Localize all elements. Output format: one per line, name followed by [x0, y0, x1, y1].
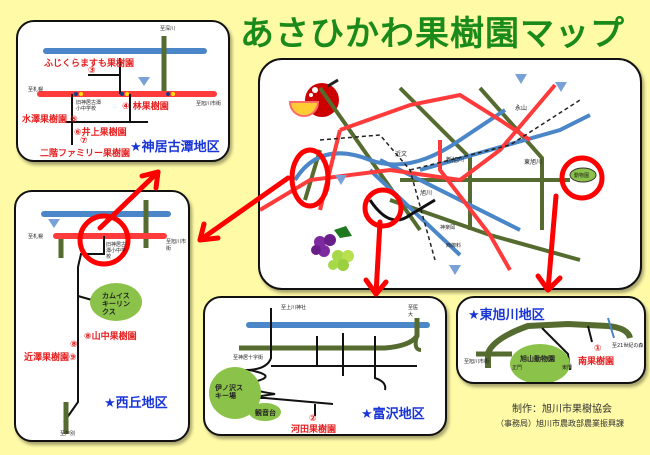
orchard-number: ①	[594, 344, 602, 354]
river	[419, 113, 591, 172]
orchard-number: ③	[88, 66, 96, 76]
arrow-head	[197, 221, 221, 243]
higashi-asahikawa-area-panel[interactable]: ★東旭川地区 至21世紀の森 至旭川市街 旭山動物園 正門 東門 ① 南果樹園	[456, 296, 646, 384]
orchard-hayashi[interactable]: ④ 林果樹園	[122, 102, 169, 112]
higashi-map-graphic	[476, 317, 633, 382]
to-asahikawa-label: 至旭川市街	[464, 359, 490, 365]
school-label: 旧神居古潭小中学校	[76, 100, 102, 112]
station-icons	[74, 92, 175, 96]
tomizawa-area-panel[interactable]: 至上川神社 至医大 至神居十字街 伊ノ沢スキー場 観音台 ② 河田果樹園 ★富沢…	[203, 296, 447, 436]
arrow-to-kamui	[97, 169, 161, 231]
orchard-number: ⑦	[80, 136, 88, 146]
producer-credit: 制作：旭川市果樹協会	[512, 404, 612, 415]
to-ashibetsu-label: 至芦別	[60, 431, 76, 437]
orchard-nikai-family[interactable]: 二階ファミリー果樹園	[40, 149, 131, 159]
railway	[339, 92, 532, 142]
viewpoint-marker	[249, 403, 281, 421]
railway	[438, 140, 512, 271]
to-sapporo-label: 至札幌	[28, 234, 44, 240]
orchard-minami[interactable]: 南果樹園	[578, 357, 615, 367]
zoo-marker	[569, 167, 597, 183]
orchard-inoue[interactable]: ⑥井上果樹園	[74, 128, 127, 138]
station-shin-asahikawa: 新旭川	[446, 157, 465, 164]
orchard-yamanaka[interactable]: ⑧山中果樹園	[84, 332, 137, 342]
station-higashi-asahikawa: 東旭川	[524, 159, 543, 166]
nishioka-map-graphic	[41, 200, 171, 434]
office-credit: （事務局）旭川市農政部農業振興課	[496, 419, 624, 428]
bypass-road	[368, 198, 436, 222]
to-21st-century-forest-label: 至21世紀の森	[612, 343, 644, 349]
zoo-label[interactable]: 旭山動物園	[520, 355, 555, 363]
road	[63, 236, 105, 423]
route-sign-icons	[335, 74, 567, 275]
station-kaguraoka: 神楽岡	[440, 225, 456, 231]
road	[413, 335, 422, 352]
arrow-to-tomizawa-head	[363, 277, 389, 297]
to-fukagawa-label: 至深川	[160, 26, 176, 32]
page-title: あさひかわ果樹園マップ	[240, 14, 625, 54]
station-nishigoryo: 西御料	[446, 243, 462, 249]
road	[485, 320, 633, 368]
to-kamui-crossroads-label: 至神居十字街	[233, 355, 264, 361]
overview-map-graphic	[260, 74, 605, 275]
to-medical-univ-label: 至医大	[408, 305, 419, 318]
route-sign-icon	[138, 77, 150, 86]
area-label-nishioka: ★西丘地区	[104, 396, 168, 411]
road	[374, 336, 387, 391]
station-nagayama: 永山	[515, 105, 528, 112]
main-gate-label: 正門	[512, 365, 523, 371]
callout-circle	[77, 213, 131, 267]
arrow-to-higashi	[545, 193, 559, 293]
to-kamikawa-shrine-label: 至上川神社	[281, 305, 307, 311]
asahikawa-overview-map[interactable]: 近文 新旭川 永山 東旭川 旭川 神楽岡 西御料 動物園	[258, 58, 642, 290]
orchard-number: ⑧	[70, 340, 78, 350]
arrow-to-nishioka	[197, 175, 291, 243]
to-asahikawa-label: 至旭川市街	[196, 101, 222, 107]
river	[607, 317, 615, 339]
road	[587, 325, 593, 343]
orchard-mizusawa[interactable]: 水澤果樹園 ⑤	[22, 115, 78, 125]
east-gate-label: 東門	[562, 365, 573, 371]
ski-area-label[interactable]: 伊ノ沢スキー場	[215, 384, 243, 400]
orchard-number: ②	[309, 414, 317, 424]
ski-area-marker	[90, 283, 142, 321]
arrow-to-higashi-head	[535, 273, 563, 293]
school-label: 旧神居古潭小中学校	[106, 242, 127, 260]
station-asahikawa: 旭川	[420, 190, 433, 197]
to-asahikawa-label: 至旭川市街	[166, 239, 187, 252]
area-label-kamui-kotan: ★神居古潭地区	[130, 140, 220, 155]
kamui-kotan-area-panel[interactable]: 至深川 至札幌 至旭川市街 旧神居古潭小中学校 ふじくらますも果樹園 ③ ④ 林…	[16, 20, 230, 162]
zoo-marker	[510, 344, 570, 382]
zoo-label: 動物園	[574, 173, 590, 179]
apple-icon	[288, 78, 339, 117]
road	[77, 295, 93, 301]
ski-area-marker	[209, 367, 261, 419]
station-chikabumi: 近文	[395, 151, 408, 158]
area-label-tomizawa: ★富沢地区	[361, 407, 425, 422]
kamui-map-graphic	[37, 36, 217, 145]
nishioka-area-panel[interactable]: 至札幌 至旭川市街 旧神居古潭小中学校 カムイスキーリンクス ⑧山中果樹園 ⑧ …	[14, 190, 190, 442]
route-sign-icon	[48, 219, 60, 228]
arrow-head	[139, 169, 161, 191]
jr-line	[409, 99, 581, 171]
arrow-to-tomizawa	[373, 219, 383, 297]
area-label-higashi-asahikawa: ★東旭川地区	[468, 308, 545, 323]
orchard-chikazawa[interactable]: 近澤果樹園⑨	[24, 353, 77, 363]
ski-area-label[interactable]: カムイスキーリンクス	[102, 292, 130, 316]
viewpoint-label[interactable]: 観音台	[255, 409, 276, 417]
tomizawa-map-graphic	[209, 308, 430, 421]
orchard-kawata[interactable]: 河田果樹園	[291, 425, 337, 435]
jr-line	[319, 134, 436, 261]
to-sapporo-label: 至札幌	[28, 87, 44, 93]
railway	[260, 83, 557, 212]
orchard-fujikura-masumo[interactable]: ふじくらますも果樹園	[44, 59, 135, 69]
grapes-icon	[311, 226, 354, 271]
callout-circles	[289, 147, 605, 229]
